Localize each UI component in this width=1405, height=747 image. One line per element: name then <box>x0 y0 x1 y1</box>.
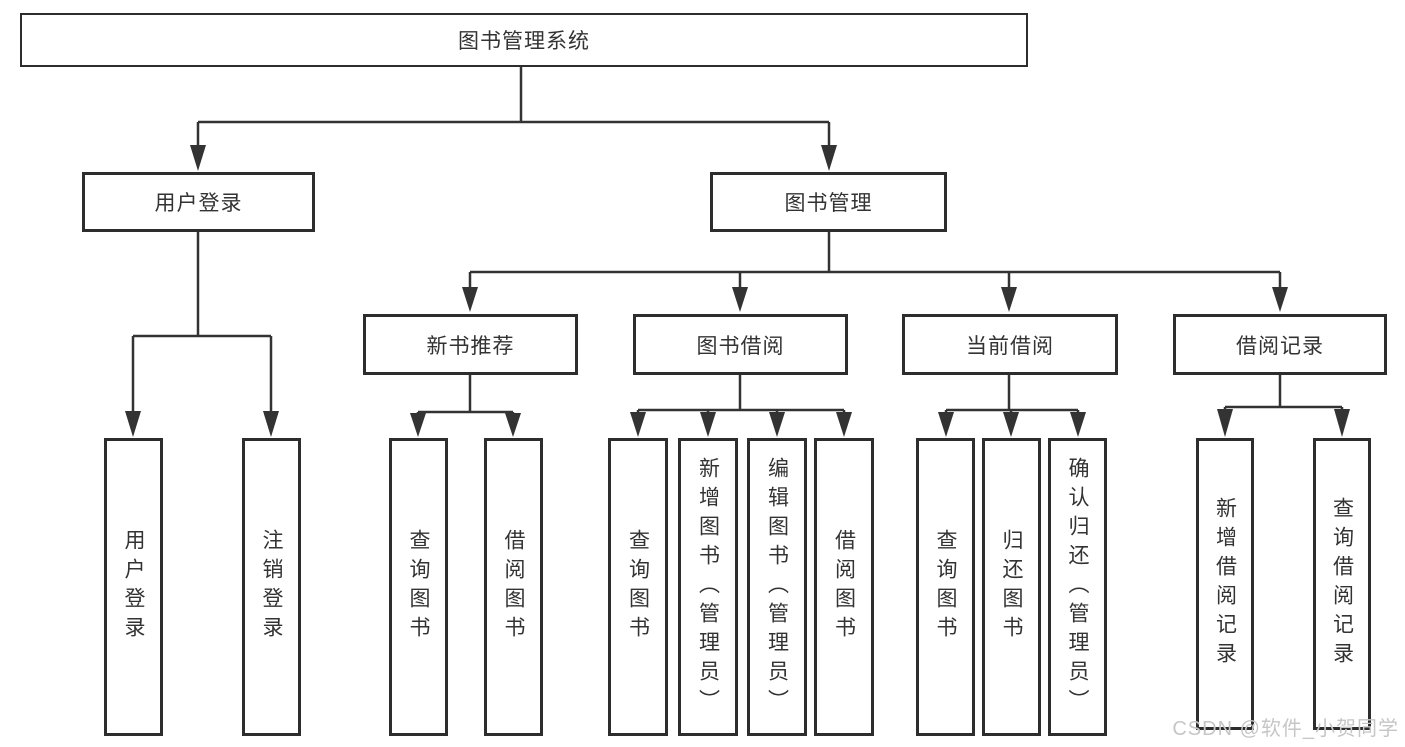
node-leaf-user-login: 用户登录 <box>104 438 163 736</box>
node-leaf-bb-edit-book-label: 编辑图书（管理员） <box>765 456 789 718</box>
node-borrow-record-label: 借阅记录 <box>1236 334 1324 358</box>
node-user-login-label: 用户登录 <box>154 192 243 215</box>
node-leaf-bb-query-book: 查询图书 <box>608 438 668 736</box>
node-leaf-bb-edit-book: 编辑图书（管理员） <box>747 438 807 736</box>
node-leaf-cb-query-book: 查询图书 <box>916 438 975 736</box>
edge-user-login-to-children <box>125 232 279 437</box>
node-leaf-bb-borrow-book-label: 借阅图书 <box>832 529 856 645</box>
node-leaf-logout-label: 注销登录 <box>260 529 283 645</box>
node-leaf-logout: 注销登录 <box>242 438 301 736</box>
node-leaf-bb-add-book-label: 新增图书（管理员） <box>696 456 720 718</box>
node-leaf-nbr-borrow-book: 借阅图书 <box>484 438 543 736</box>
edge-root-to-children <box>190 67 837 171</box>
node-leaf-br-query-record-label: 查询借阅记录 <box>1330 497 1354 671</box>
node-leaf-br-query-record: 查询借阅记录 <box>1313 438 1371 730</box>
node-leaf-user-login-label: 用户登录 <box>122 529 145 645</box>
edge-new-book-rec-to-children <box>410 375 521 437</box>
node-leaf-cb-return-book: 归还图书 <box>982 438 1041 736</box>
edge-borrow-record-to-children <box>1217 375 1350 437</box>
edge-book-borrow-to-children <box>630 375 852 437</box>
csdn-watermark: CSDN @软件_小贺同学 <box>1172 718 1399 740</box>
node-leaf-br-add-record: 新增借阅记录 <box>1196 438 1254 730</box>
node-book-mgmt: 图书管理 <box>710 172 947 232</box>
node-book-mgmt-label: 图书管理 <box>784 192 873 215</box>
node-book-borrow-label: 图书借阅 <box>696 334 785 358</box>
node-new-book-rec: 新书推荐 <box>363 314 578 375</box>
node-leaf-bb-borrow-book: 借阅图书 <box>814 438 874 736</box>
node-leaf-nbr-query-book: 查询图书 <box>389 438 448 736</box>
node-leaf-cb-query-book-label: 查询图书 <box>934 529 957 645</box>
node-leaf-nbr-query-book-label: 查询图书 <box>407 529 430 645</box>
edge-book-mgmt-to-children <box>462 232 1288 312</box>
node-borrow-record: 借阅记录 <box>1173 314 1387 375</box>
node-leaf-cb-return-book-label: 归还图书 <box>1000 529 1023 645</box>
node-book-borrow: 图书借阅 <box>633 314 848 375</box>
node-leaf-cb-confirm-return: 确认归还（管理员） <box>1048 438 1107 736</box>
node-current-borrow-label: 当前借阅 <box>966 334 1054 358</box>
node-current-borrow: 当前借阅 <box>902 314 1118 375</box>
node-leaf-bb-add-book: 新增图书（管理员） <box>678 438 738 736</box>
node-leaf-cb-confirm-return-label: 确认归还（管理员） <box>1066 456 1089 718</box>
node-root-label: 图书管理系统 <box>458 30 590 53</box>
node-root: 图书管理系统 <box>20 13 1028 67</box>
node-leaf-bb-query-book-label: 查询图书 <box>626 529 650 645</box>
node-leaf-nbr-borrow-book-label: 借阅图书 <box>502 529 525 645</box>
node-user-login: 用户登录 <box>82 172 315 232</box>
node-new-book-rec-label: 新书推荐 <box>426 334 515 358</box>
node-leaf-br-add-record-label: 新增借阅记录 <box>1213 497 1237 671</box>
edge-current-borrow-to-children <box>938 375 1086 437</box>
